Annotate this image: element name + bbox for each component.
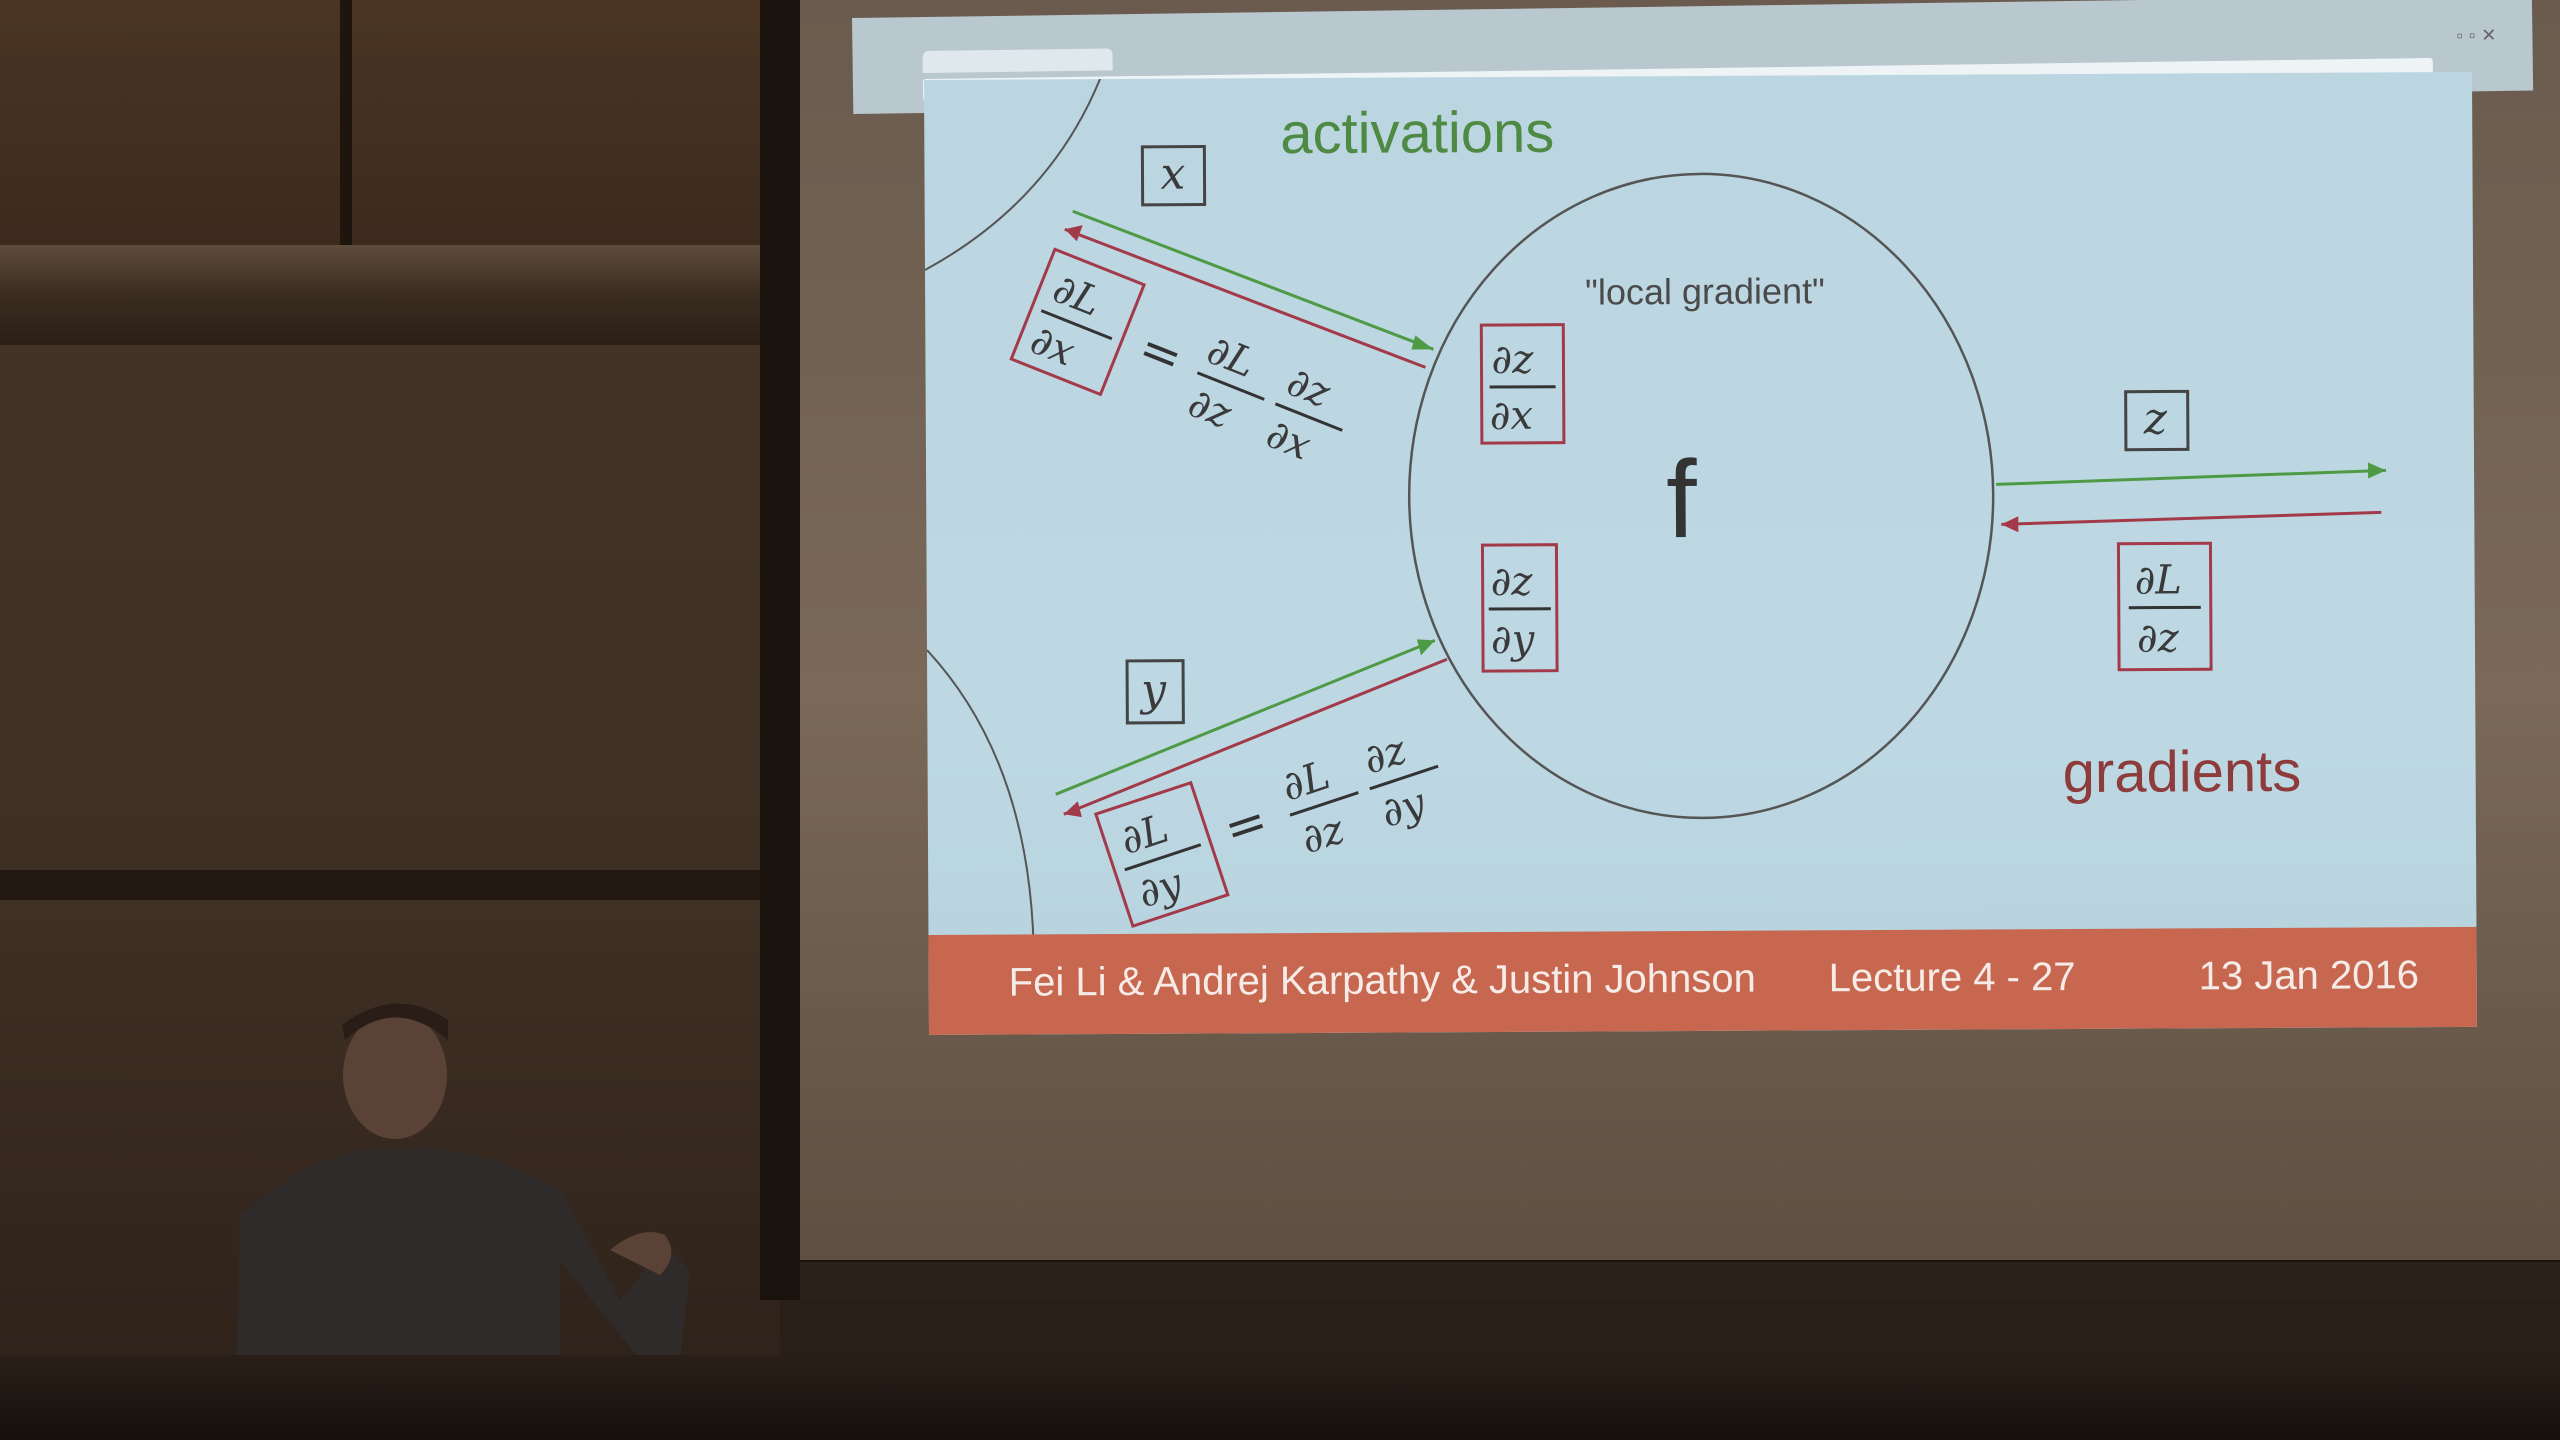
upstream-gradient-dl-dz: ∂L ∂z [2116,541,2213,672]
forward-arrow-y [1055,638,1436,796]
backward-arrow-x [1064,227,1427,369]
presenter-hand [610,1232,672,1275]
arrowhead-icon [2001,516,2019,533]
variable-x-box [1140,145,1207,207]
variable-y: y [1139,665,1167,716]
forward-arrow-z [1996,468,2387,486]
backward-arrow-y [1063,657,1448,816]
variable-z-box [2124,389,2190,452]
backward-arrow-z [2001,510,2382,526]
lecture-slide: x y z ∂L ∂x = ∂L ∂z ∂z ∂x ∂L ∂y = ∂ [924,71,2477,1035]
stage-edge [0,1355,2560,1440]
presenter-hair [342,1003,448,1040]
forward-arrow-x [1072,209,1434,351]
wall-rail [0,870,780,900]
arrowhead-icon [1416,639,1435,656]
local-gradient-dz-dx: ∂z ∂x [1479,323,1566,445]
projection-screen-bottom [800,1262,2560,1300]
svg-text:∂x: ∂x [1490,393,1533,439]
wall-ledge [0,245,780,345]
local-gradient-dz-dy: ∂z ∂y [1480,543,1559,673]
presenter-head [343,1011,447,1139]
upstream-node-arc-bottom [926,649,1035,980]
function-node-circle [1407,172,1995,820]
arrowhead-icon [1063,801,1082,818]
wall-panel-top [0,0,780,250]
computational-graph-figure: x y z ∂L ∂x = ∂L ∂z ∂z ∂x ∂L ∂y = ∂ [924,71,2387,980]
wall-panel-middle [0,345,780,875]
upstream-node-arc-top [924,71,1105,271]
variable-y-box [1125,659,1185,725]
svg-text:∂z: ∂z [1491,559,1534,605]
svg-text:∂z: ∂z [1491,337,1534,383]
arrowhead-icon [1064,225,1083,242]
arrowhead-icon [2368,462,2387,479]
arrowhead-icon [1411,335,1434,350]
wall-panel-divider [340,0,352,250]
svg-text:∂z: ∂z [2137,615,2180,661]
svg-text:∂y: ∂y [1491,617,1536,663]
svg-text:∂L: ∂L [2135,557,2182,603]
variable-z: z [2143,393,2168,444]
variable-x: x [1160,149,1185,200]
